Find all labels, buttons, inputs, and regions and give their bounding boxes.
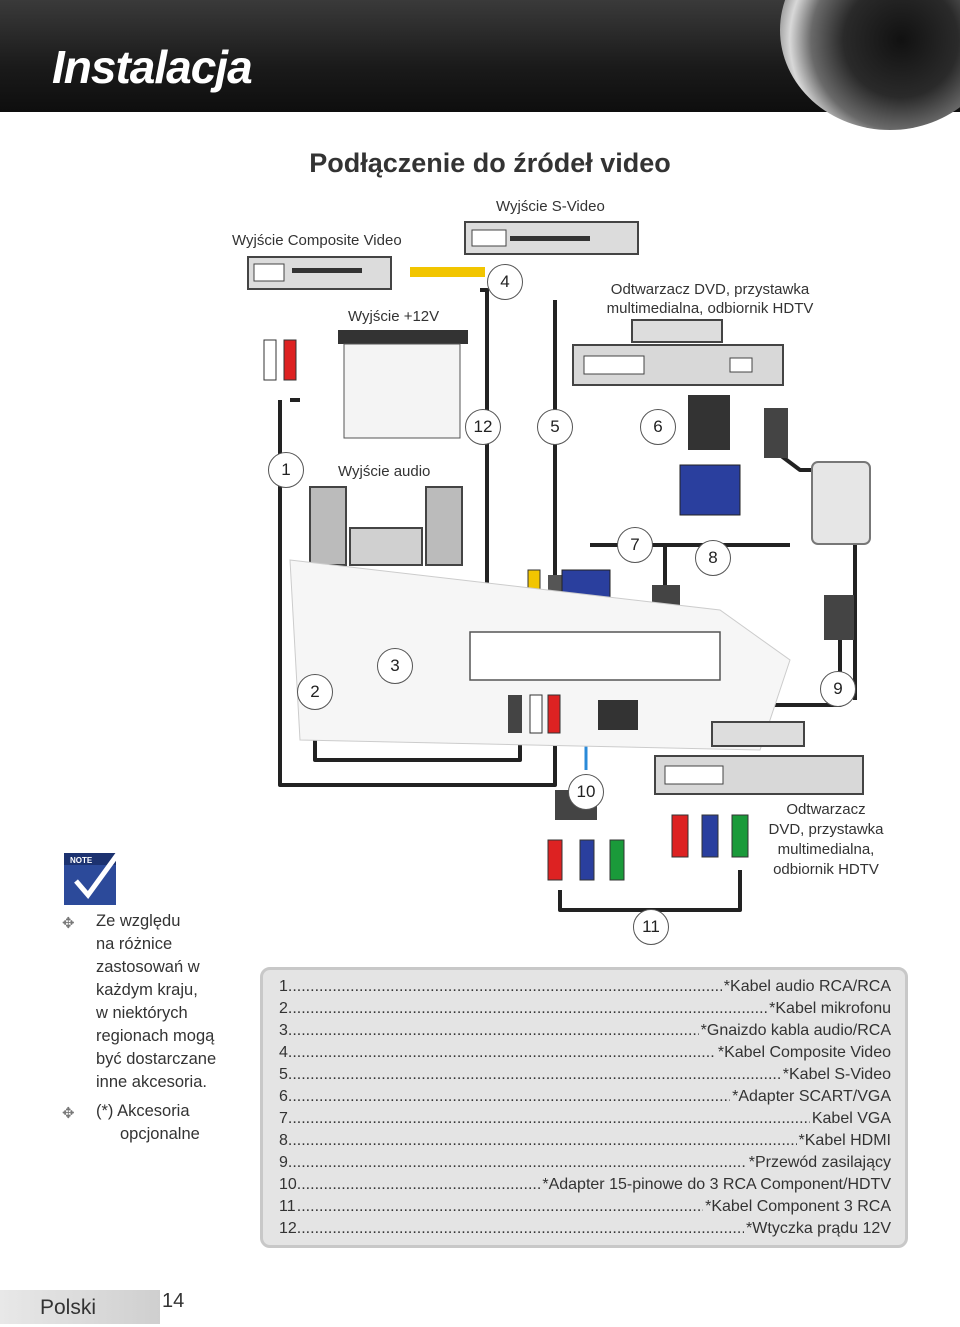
- part-name: *Adapter 15-pinowe do 3 RCA Component/HD…: [540, 1176, 891, 1194]
- note-1-line2: na różnice: [96, 935, 173, 953]
- part-num: 12: [279, 1220, 298, 1238]
- callout-9: 9: [820, 671, 856, 707]
- component-rca-plugs: [671, 814, 749, 858]
- part-num: 4: [279, 1044, 289, 1062]
- composite-player: [247, 256, 392, 290]
- note-1-line7: być dostarczane: [96, 1050, 217, 1068]
- parts-row: ........................................…: [279, 1066, 891, 1084]
- note-2-line1: (*) Akcesoria: [96, 1102, 190, 1120]
- svideo-player: [464, 221, 639, 255]
- parts-list-panel: ........................................…: [260, 967, 908, 1248]
- projector-bottom-plugs: [508, 694, 638, 734]
- part-name: *Kabel mikrofonu: [767, 1000, 891, 1018]
- note-1-line4: każdym kraju,: [96, 981, 198, 999]
- parts-row: ........................................…: [279, 1176, 891, 1198]
- part-name: *Kabel HDMI: [796, 1132, 891, 1150]
- parts-row: ........................................…: [279, 1132, 891, 1150]
- callout-3: 3: [377, 648, 413, 684]
- note-1-line3: zastosowań w: [96, 958, 200, 976]
- parts-row: ........................................…: [279, 1088, 891, 1106]
- callout-11: 11: [633, 909, 669, 945]
- label-dvd-top-line1: Odtwarzacz DVD, przystawka: [610, 281, 810, 298]
- parts-row: ........................................…: [279, 1000, 891, 1018]
- chapter-title: Instalacja: [52, 41, 253, 93]
- part-name: *Kabel audio RCA/RCA: [721, 978, 891, 996]
- note-1-line5: w niektórych: [96, 1004, 188, 1022]
- part-num: 3: [279, 1022, 289, 1040]
- parts-row: ........................................…: [279, 978, 891, 996]
- callout-5: 5: [537, 409, 573, 445]
- part-name: *Kabel S-Video: [780, 1066, 891, 1084]
- label-dvd-bottom-line4: odbiornik HDTV: [773, 861, 879, 878]
- note-1-line8: inne akcesoria.: [96, 1073, 207, 1091]
- footer-language-tab: Polski: [0, 1290, 160, 1324]
- label-svideo-out: Wyjście S-Video: [496, 198, 605, 215]
- parts-row: ........................................…: [279, 1110, 891, 1128]
- power-outlet: [811, 461, 871, 545]
- note-item: ✥ Ze względu na różnice zastosowań w każ…: [62, 910, 262, 1094]
- parts-row: ........................................…: [279, 1044, 891, 1062]
- note-1-line6: regionach mogą: [96, 1027, 215, 1045]
- part-num: 7: [279, 1110, 289, 1128]
- label-dvd-bottom-line2: DVD, przystawka: [768, 821, 884, 838]
- section-title: Podłączenie do źródeł video: [309, 148, 671, 178]
- note-1-line1: Ze względu: [96, 912, 181, 930]
- callout-7: 7: [617, 527, 653, 563]
- part-num: 8: [279, 1132, 289, 1150]
- callout-8: 8: [695, 540, 731, 576]
- part-num: 10: [279, 1176, 298, 1194]
- parts-row: ........................................…: [279, 1022, 891, 1040]
- label-dvd-top: Odtwarzacz DVD, przystawka multimedialna…: [590, 280, 830, 318]
- svg-text:NOTE: NOTE: [70, 856, 93, 865]
- notes-list: ✥ Ze względu na różnice zastosowań w każ…: [62, 910, 262, 1152]
- part-name: *Adapter SCART/VGA: [730, 1088, 891, 1106]
- projection-screen: [338, 330, 468, 439]
- hdmi-plug: [764, 408, 788, 458]
- part-name: Kabel VGA: [809, 1110, 891, 1128]
- parts-row: ........................................…: [279, 1154, 891, 1172]
- note-item: ✥ (*) Akcesoria opcjonalne: [62, 1100, 262, 1146]
- callout-12: 12: [465, 409, 501, 445]
- connection-diagram: [247, 221, 871, 912]
- part-name: *Kabel Component 3 RCA: [703, 1198, 891, 1216]
- callout-6: 6: [640, 409, 676, 445]
- bullet-icon: ✥: [62, 1105, 75, 1122]
- callout-4: 4: [487, 264, 523, 300]
- callout-10: 10: [568, 774, 604, 810]
- scart-adapter: [679, 395, 741, 516]
- page-header: Instalacja: [0, 0, 960, 130]
- dvd-player-top: [572, 319, 784, 386]
- note-icon: NOTE: [64, 849, 123, 905]
- part-num: 11: [279, 1198, 297, 1216]
- speaker-system: [309, 486, 463, 566]
- rca-audio-plug-pair: [263, 339, 297, 381]
- note-2-line2: opcjonalne: [120, 1125, 200, 1143]
- callout-1: 1: [268, 452, 304, 488]
- power-plug: [824, 595, 854, 640]
- part-name: *Kabel Composite Video: [715, 1044, 891, 1062]
- bullet-icon: ✥: [62, 915, 75, 932]
- part-num: 9: [279, 1154, 289, 1172]
- footer-language: Polski: [40, 1296, 97, 1319]
- label-composite-out: Wyjście Composite Video: [232, 232, 402, 249]
- label-dvd-bottom-line1: Odtwarzacz: [786, 801, 866, 818]
- callout-2: 2: [297, 674, 333, 710]
- dvd-player-bottom: [654, 721, 864, 795]
- part-name: *Gnaizdo kabla audio/RCA: [698, 1022, 891, 1040]
- part-name: *Wtyczka prądu 12V: [744, 1220, 891, 1238]
- label-dvd-bottom-line3: multimedialna,: [777, 841, 875, 858]
- page-number: 14: [162, 1290, 185, 1312]
- parts-row: ........................................…: [279, 1198, 891, 1216]
- part-name: *Przewód zasilający: [746, 1154, 891, 1172]
- projector-rear-panel: [289, 559, 791, 751]
- part-num: 1: [279, 978, 289, 996]
- part-num: 6: [279, 1088, 289, 1106]
- part-num: 5: [279, 1066, 289, 1084]
- label-dvd-bottom: Odtwarzacz DVD, przystawka multimedialna…: [756, 800, 896, 880]
- part-num: 2: [279, 1000, 289, 1018]
- label-plus12v: Wyjście +12V: [348, 308, 440, 325]
- label-audio-out: Wyjście audio: [338, 463, 431, 480]
- label-dvd-top-line2: multimedialna, odbiornik HDTV: [606, 300, 814, 317]
- parts-row: ........................................…: [279, 1220, 891, 1238]
